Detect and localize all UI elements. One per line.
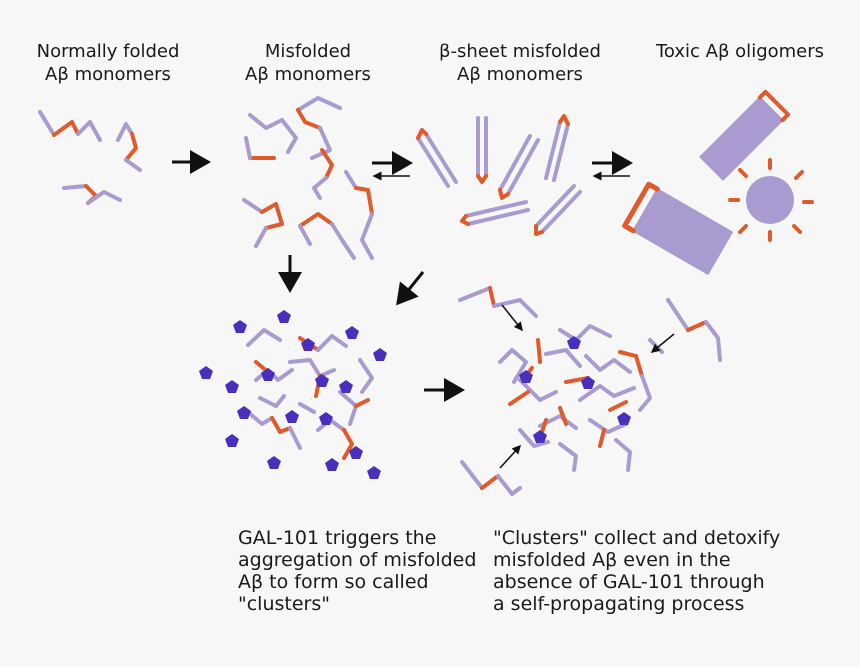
label-line: Toxic Aβ oligomers (655, 41, 825, 62)
label-line: β-sheet misfolded (439, 41, 601, 62)
gal101-pentagons (199, 310, 387, 479)
caption-right: "Clusters" collect and detoxify misfolde… (493, 527, 780, 615)
beta-sheet-hairpins (416, 114, 582, 236)
label-line: Misfolded (264, 41, 352, 62)
gal101-mixture (246, 328, 374, 460)
caption-line: GAL-101 triggers the (238, 527, 437, 549)
label-beta-sheet: β-sheet misfolded Aβ monomers (420, 40, 620, 86)
normally-folded-monomers (38, 110, 142, 205)
misfolded-monomers (242, 96, 374, 260)
pointer-arrow-top (501, 304, 523, 332)
clusters-aggregate (458, 286, 722, 496)
pointer-arrow-right (650, 333, 675, 353)
toxic-oligomers (622, 89, 814, 275)
caption-line: "clusters" (238, 593, 330, 615)
caption-line: misfolded Aβ even in the (493, 549, 731, 571)
label-misfolded: Misfolded Aβ monomers (228, 40, 388, 86)
caption-line: absence of GAL-101 through (493, 571, 765, 593)
caption-line: aggregation of misfolded (238, 549, 477, 571)
caption-line: a self-propagating process (493, 593, 745, 615)
pointer-arrow-bottom (499, 444, 522, 469)
label-line: Aβ monomers (245, 64, 371, 85)
cluster-pentagons (519, 336, 631, 443)
caption-left: GAL-101 triggers the aggregation of misf… (238, 527, 476, 615)
label-line: Aβ monomers (457, 64, 583, 85)
label-line: Aβ monomers (45, 64, 171, 85)
arrow-diagonal (396, 271, 425, 306)
label-normally-folded: Normally folded Aβ monomers (18, 40, 198, 86)
label-toxic-oligomers: Toxic Aβ oligomers (640, 40, 840, 63)
caption-line: "Clusters" collect and detoxify (493, 527, 781, 549)
caption-line: Aβ to form so called (238, 571, 429, 593)
label-line: Normally folded (36, 41, 180, 62)
